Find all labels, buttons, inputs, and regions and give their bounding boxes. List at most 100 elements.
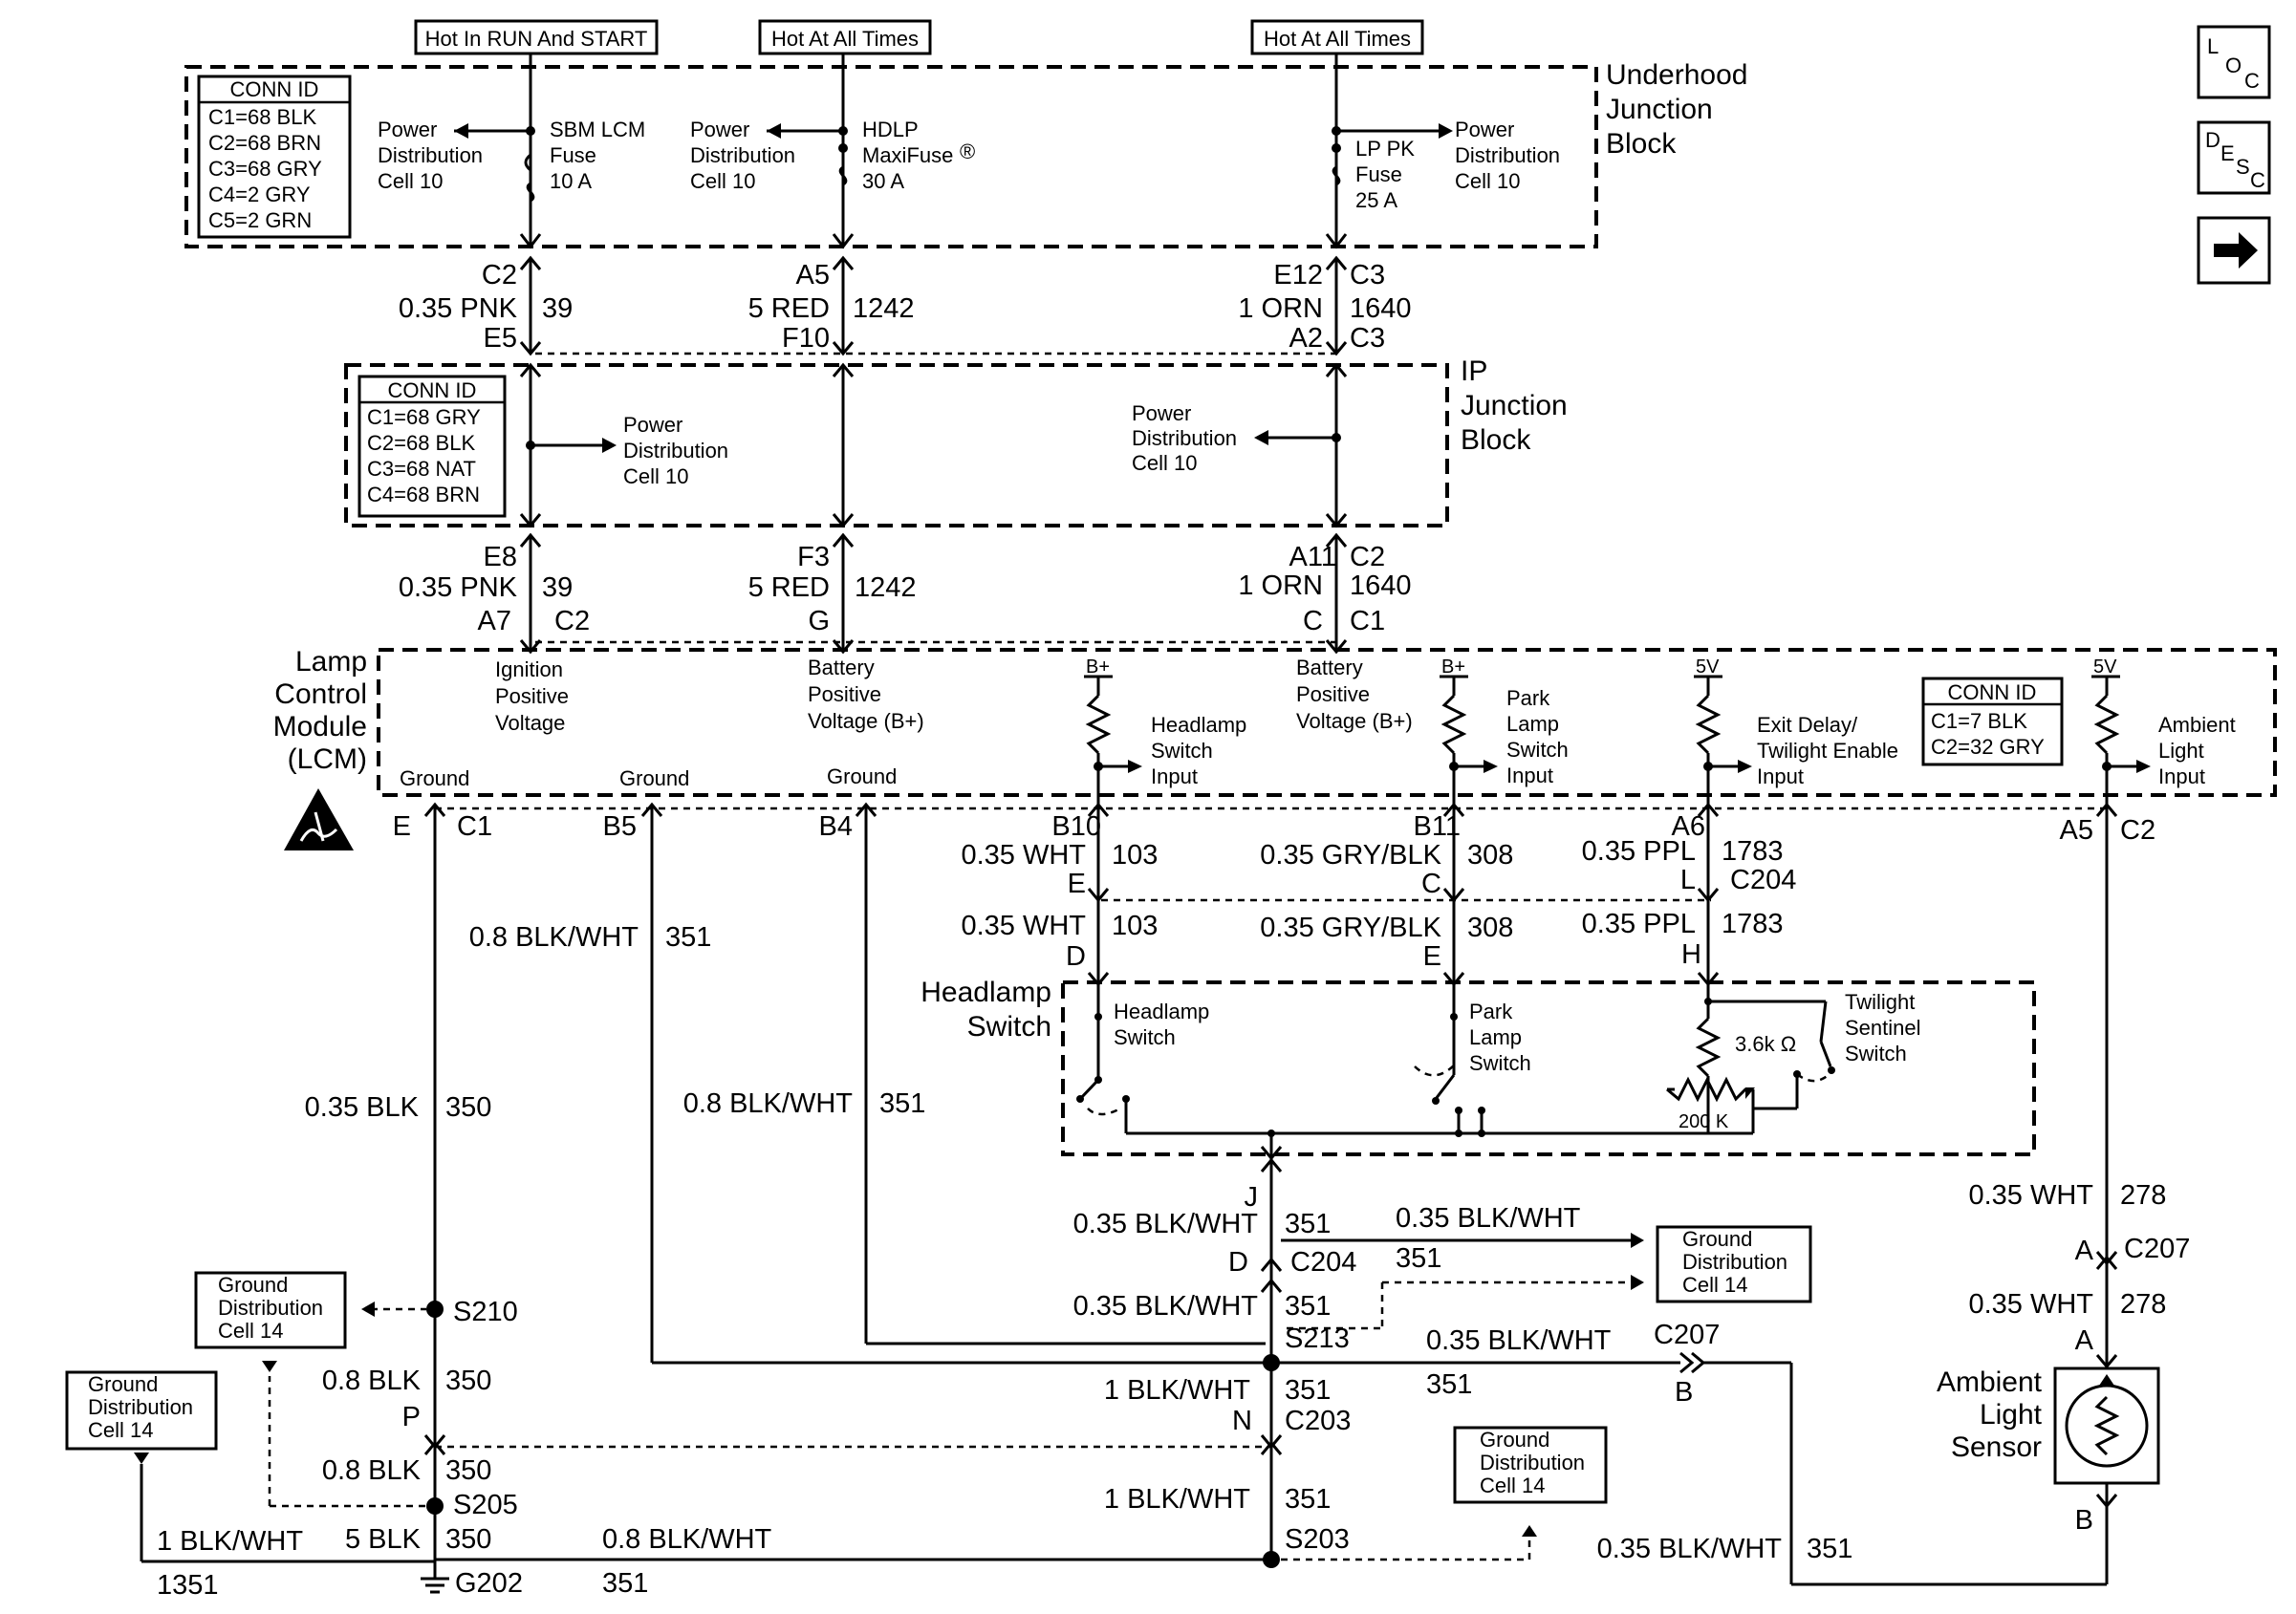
loc-c: C — [2244, 69, 2260, 93]
gd2-l3: Cell 14 — [1480, 1474, 1545, 1497]
underhood-pd3-l2: Distribution — [1455, 143, 1560, 167]
lcm-amb-input-3: Input — [2158, 764, 2205, 788]
underhood-pd3-l3: Cell 10 — [1455, 169, 1520, 193]
twilight-label-3: Switch — [1845, 1042, 1907, 1065]
desc-c: C — [2250, 168, 2265, 192]
w308a-circuit: 308 — [1467, 840, 1513, 871]
underhood-conn-row-2: C2=68 BRN — [208, 131, 321, 155]
loc-button[interactable]: L O C — [2197, 25, 2271, 99]
w308b-circuit: 308 — [1467, 913, 1513, 943]
w1640b-gauge: 1 ORN — [1238, 570, 1323, 601]
headlamp-switch-assembly: Headlamp Switch Headlamp Switch Park Lam… — [921, 977, 2036, 1161]
w1bw2-gauge: 1 BLK/WHT — [1104, 1484, 1250, 1515]
w308b-gauge: 0.35 GRY/BLK — [1260, 913, 1441, 943]
arrow-right-icon — [2214, 232, 2258, 269]
w1640b-bottom-right: C1 — [1350, 606, 1385, 636]
fuse-2-type: MaxiFuse — [862, 143, 953, 167]
underhood-conn-id-title: CONN ID — [230, 77, 319, 101]
w351-gd-gauge: 0.35 BLK/WHT — [1396, 1203, 1581, 1234]
fuse-1-type: Fuse — [550, 143, 596, 167]
gd4-l3: Cell 14 — [88, 1418, 153, 1442]
ambient-light-sensor-circuit: 0.35 WHT 278 A C207 0.35 WHT 278 A Ambie… — [1597, 802, 2190, 1584]
w103a-circuit: 103 — [1112, 840, 1158, 871]
lcm-ground-3: Ground — [827, 764, 897, 788]
w351-bottom-gauge: 0.8 BLK/WHT — [602, 1524, 772, 1555]
ip-pd2-l2: Distribution — [1132, 426, 1237, 450]
lcm-title-1: Lamp — [295, 646, 367, 678]
w1783a-pin: L — [1680, 865, 1696, 895]
fuse-2-symbol — [838, 165, 848, 186]
sensor-label-1: Ambient — [1937, 1367, 2043, 1398]
w308b-pin: E — [1423, 941, 1441, 972]
gd1-l3: Cell 14 — [1682, 1273, 1747, 1297]
g202-label: G202 — [455, 1568, 523, 1599]
w278b-circuit: 278 — [2120, 1289, 2166, 1320]
lcm-park-input-1: Park — [1506, 686, 1550, 710]
w308a-pin: C — [1421, 869, 1441, 899]
gd1-l2: Distribution — [1682, 1250, 1787, 1274]
ip-pd1-l1: Power — [623, 413, 682, 437]
lower-ground-circuit: J 0.35 BLK/WHT 351 D C204 0.35 BLK/WHT 3… — [65, 1157, 2107, 1601]
w1242-gauge: 5 RED — [748, 293, 830, 324]
underhood-conn-row-3: C3=68 GRY — [208, 157, 322, 181]
w351-amb-gauge: 0.35 BLK/WHT — [1597, 1534, 1783, 1564]
lcm-amb-input-2: Light — [2158, 739, 2204, 763]
w1242b-top-pin: F3 — [797, 542, 830, 572]
lcm-ground-1: Ground — [400, 766, 469, 790]
ip-conn-row-1: C1=68 GRY — [367, 405, 481, 429]
w1bw1-circuit: 351 — [1285, 1375, 1331, 1406]
w350-08b-gauge: 0.8 BLK — [322, 1455, 422, 1486]
lcm-bat1-3: Voltage (B+) — [808, 709, 924, 733]
w351-c207-circuit: 351 — [1426, 1369, 1472, 1400]
desc-button[interactable]: D E S C — [2197, 120, 2271, 195]
lcm-title-3: Module — [273, 711, 367, 742]
park-switch-label-3: Switch — [1469, 1051, 1531, 1075]
esd-warning-icon — [284, 788, 354, 850]
lcm-conn-id — [1921, 677, 2064, 766]
w351-b5-circuit: 351 — [665, 922, 711, 953]
ground-dist-box-2[interactable] — [1453, 1426, 1608, 1504]
lcm-hl-input-2: Switch — [1151, 739, 1213, 763]
lcm-bat2-1: Battery — [1296, 656, 1363, 679]
w350-08b-circuit: 350 — [445, 1455, 491, 1486]
gd3-l1: Ground — [218, 1273, 288, 1297]
fuse-2-mark: ® — [960, 140, 975, 163]
gd3-l2: Distribution — [218, 1296, 323, 1320]
w1783b-gauge: 0.35 PPL — [1582, 909, 1696, 939]
w1640-bottom-right: C3 — [1350, 323, 1385, 354]
w1242-bottom-pin: F10 — [782, 323, 830, 354]
hl-switch-title-2: Switch — [967, 1011, 1051, 1043]
lcm-pin-c1: C1 — [457, 811, 492, 842]
lcm-ign-3: Voltage — [495, 711, 565, 735]
twilight-label-1: Twilight — [1845, 990, 1915, 1014]
underhood-pd1-l3: Cell 10 — [378, 169, 443, 193]
lcm-conn-row-1: C1=7 BLK — [1931, 709, 2027, 733]
w5blk-gauge: 5 BLK — [345, 1524, 422, 1555]
ground-dist-box-3[interactable] — [194, 1271, 347, 1349]
c207-label-b: C207 — [1654, 1320, 1720, 1350]
sensor-label-2: Light — [1980, 1399, 2043, 1431]
underhood-title-3: Block — [1606, 128, 1677, 160]
ambient-sensor-box — [2053, 1367, 2160, 1485]
w351-b5-gauge: 0.8 BLK/WHT — [469, 922, 639, 953]
nav-buttons: L O C D E S C — [2197, 25, 2271, 285]
fuse-3-rating: 25 A — [1355, 188, 1397, 212]
underhood-pd3-l1: Power — [1455, 118, 1514, 141]
desc-button-box[interactable] — [2197, 120, 2271, 195]
w350-circuit: 350 — [445, 1092, 491, 1123]
w39b-bottom-right: C2 — [554, 606, 590, 636]
w39-gauge: 0.35 PNK — [399, 293, 518, 324]
loc-button-box[interactable] — [2197, 25, 2271, 99]
w351-b4-gauge: 0.8 BLK/WHT — [683, 1088, 854, 1119]
ground-dist-box-4[interactable] — [65, 1370, 218, 1451]
c207-pin-b: B — [1675, 1377, 1693, 1408]
w103a-pin: E — [1068, 869, 1086, 899]
ground-dist-box-1[interactable] — [1656, 1225, 1812, 1303]
lcm-title-2: Control — [274, 678, 367, 710]
ip-conn-row-2: C2=68 BLK — [367, 431, 475, 455]
gd4-l2: Distribution — [88, 1395, 193, 1419]
lcm-title-4: (LCM) — [288, 743, 367, 775]
w1783a-gauge: 0.35 PPL — [1582, 836, 1696, 867]
next-arrow-button[interactable] — [2197, 216, 2271, 285]
